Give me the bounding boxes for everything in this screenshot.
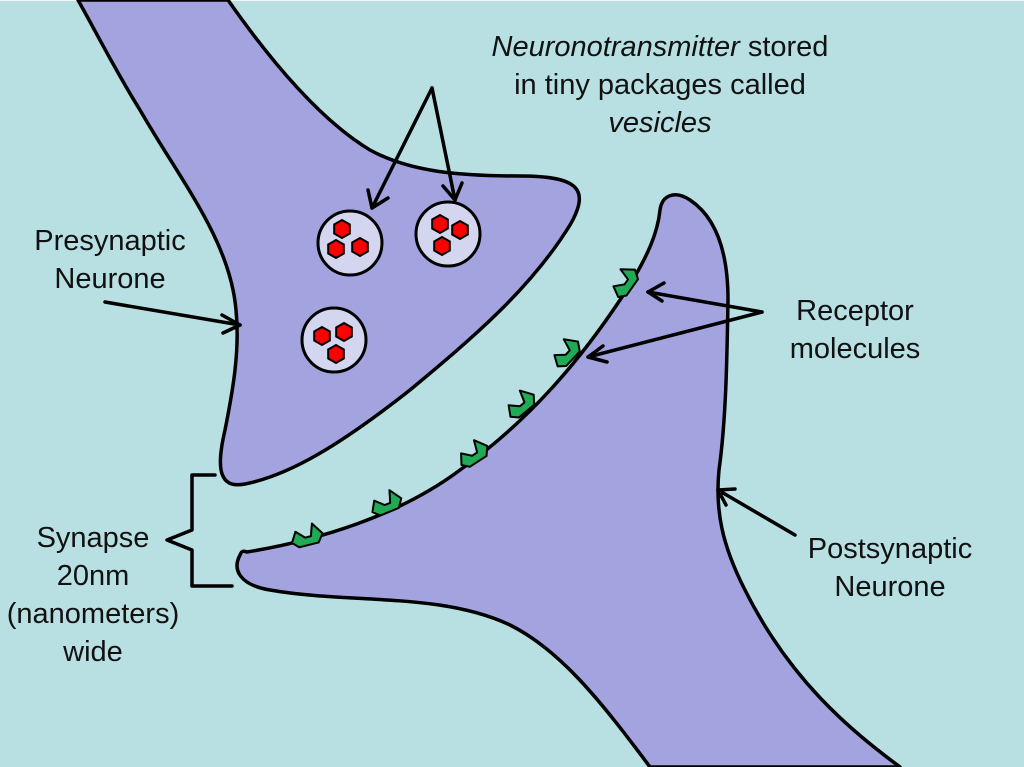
arrowhead-vesicle-1 <box>366 188 390 210</box>
neurotransmitter-line2: in tiny packages called <box>514 69 806 101</box>
receptor-molecule <box>507 389 536 419</box>
receptor-molecule <box>553 338 581 368</box>
arrowhead-postsynaptic <box>716 487 737 507</box>
synapse-bracket <box>165 473 234 588</box>
neurotransmitter-molecule <box>327 238 345 260</box>
arrowhead-receptor-top <box>646 281 666 303</box>
synapse-line4: wide <box>63 636 123 668</box>
arrow-to-receptor-mid <box>586 310 764 359</box>
neurotransmitter-line1-rest: stored <box>739 31 829 63</box>
arrow-to-postsynaptic <box>716 488 797 537</box>
postsynaptic-line1: Postsynaptic <box>807 533 973 565</box>
postsynaptic-neurone <box>235 193 902 767</box>
vesicles-term: vesicles <box>608 107 712 139</box>
presynaptic-line2: Neurone <box>54 263 166 295</box>
vesicle-membrane <box>300 306 368 374</box>
vesicles-group <box>300 200 482 374</box>
neurotransmitter-molecule <box>333 218 351 240</box>
vesicle-1 <box>316 209 384 277</box>
receptor-label: Receptor molecules <box>770 292 940 368</box>
receptor-line1: Receptor <box>796 295 914 327</box>
neurotransmitter-label: Neuronotransmitter stored in tiny packag… <box>440 28 880 142</box>
neurotransmitter-molecule <box>433 235 451 257</box>
neurotransmitter-term: Neuronotransmitter <box>491 31 740 63</box>
receptor-molecule <box>371 489 403 517</box>
presynaptic-label: Presynaptic Neurone <box>10 222 210 298</box>
vesicle-3 <box>300 306 368 374</box>
postsynaptic-label: Postsynaptic Neurone <box>800 530 980 606</box>
neurotransmitter-molecule <box>335 321 353 343</box>
synapse-line1: Synapse <box>36 522 150 554</box>
synapse-label: Synapse 20nm (nanometers) wide <box>0 519 198 671</box>
receptors-group <box>290 268 640 549</box>
receptor-line2: molecules <box>789 333 921 365</box>
arrow-to-receptor-top <box>646 290 764 314</box>
arrowhead-vesicle-2 <box>441 181 464 202</box>
synapse-line3: (nanometers) <box>6 598 180 630</box>
vesicle-membrane <box>316 209 384 277</box>
synapse-line2: 20nm <box>56 560 130 592</box>
arrow-to-vesicle-1 <box>370 86 434 210</box>
arrow-to-vesicle-2 <box>430 86 457 202</box>
arrowhead-presynaptic <box>220 313 242 335</box>
receptor-molecule <box>460 439 489 468</box>
receptor-molecule <box>612 268 640 298</box>
neurotransmitter-molecule <box>431 213 449 235</box>
vesicle-2 <box>414 200 482 268</box>
receptor-molecule <box>290 522 324 549</box>
postsynaptic-line2: Neurone <box>834 571 946 603</box>
arrowhead-receptor-mid <box>586 344 609 364</box>
arrow-to-presynaptic <box>103 300 242 327</box>
presynaptic-line1: Presynaptic <box>34 225 186 257</box>
neurotransmitter-molecule <box>313 325 331 347</box>
neurotransmitter-molecule <box>327 343 345 365</box>
neurotransmitter-molecule <box>351 236 369 258</box>
vesicle-membrane <box>414 200 482 268</box>
neurotransmitter-molecule <box>451 219 469 241</box>
top-border-line <box>0 0 1024 1</box>
